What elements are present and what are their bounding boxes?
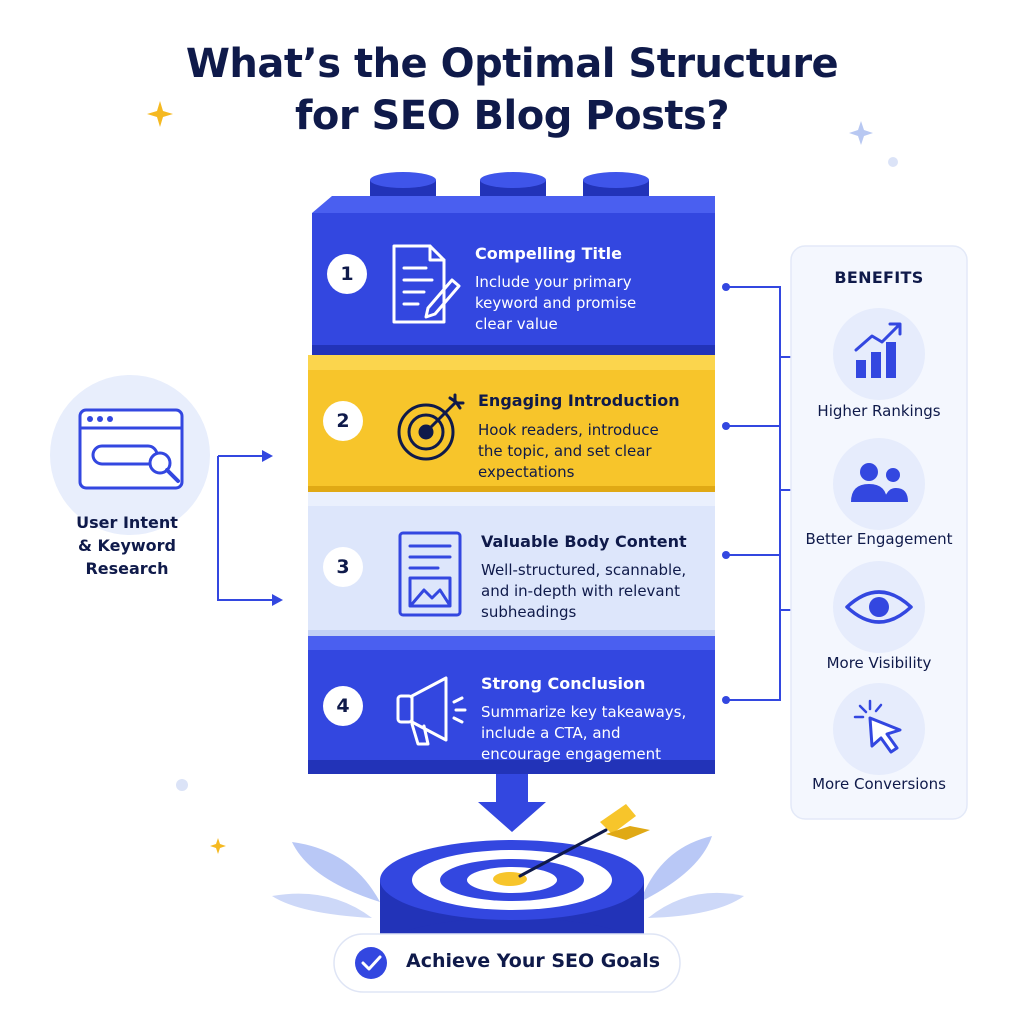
- step-number: 4: [336, 695, 350, 717]
- decor-dot: [888, 157, 898, 167]
- goal-label: Achieve Your SEO Goals: [406, 950, 661, 972]
- step-number-badge: [327, 254, 367, 294]
- target-arrow-icon: [397, 393, 465, 461]
- step-title: Engaging Introduction: [478, 391, 680, 410]
- step-description: Hook readers, introduce the topic, and s…: [478, 421, 659, 481]
- step-block-1: [312, 196, 715, 360]
- document-edit-icon: [392, 244, 461, 324]
- sparkle-icon: [147, 101, 173, 127]
- benefits-heading: BENEFITS: [834, 268, 924, 287]
- article-image-icon: [398, 531, 462, 617]
- cursor-click-icon: [853, 699, 902, 754]
- benefit-label: Higher Rankings: [817, 402, 941, 420]
- page-title-line-1: What’s the Optimal Structure: [185, 41, 839, 87]
- step-title: Compelling Title: [475, 244, 622, 263]
- step-number: 2: [336, 410, 350, 432]
- step-block-4: [308, 636, 715, 774]
- step-description: Well-structured, scannable, and in-depth…: [481, 561, 687, 621]
- input-connector: [217, 455, 275, 601]
- leaf-decoration: [272, 836, 744, 918]
- step-number-badge: [323, 547, 363, 587]
- page-title-line-2: for SEO Blog Posts?: [294, 93, 730, 139]
- step-title: Valuable Body Content: [481, 532, 687, 551]
- sparkle-icon: [210, 838, 226, 854]
- step-description: Include your primary keyword and promise…: [475, 273, 637, 333]
- check-circle-icon: [355, 947, 387, 979]
- step-number: 3: [336, 556, 350, 578]
- down-arrow-icon: [478, 774, 546, 832]
- step-title: Strong Conclusion: [481, 674, 646, 693]
- sparkle-icon: [849, 121, 873, 145]
- benefit-label: Better Engagement: [805, 530, 953, 548]
- step-number-badge: [323, 686, 363, 726]
- benefits-panel: [790, 245, 968, 820]
- benefit-label: More Visibility: [826, 654, 932, 672]
- step-block-2: [308, 355, 715, 500]
- benefit-icon-circle: [833, 438, 925, 530]
- benefit-label: More Conversions: [812, 775, 946, 793]
- bar-chart-up-icon: [854, 322, 902, 378]
- browser-search-icon: [78, 408, 184, 490]
- goal-pill: [333, 933, 681, 993]
- step-number: 1: [340, 263, 354, 285]
- arrow-head-icon: [262, 450, 273, 462]
- input-label: User Intent & Keyword Research: [76, 513, 178, 578]
- users-icon: [851, 463, 908, 502]
- eye-icon: [845, 590, 913, 624]
- step-description: Summarize key takeaways, include a CTA, …: [481, 703, 687, 763]
- megaphone-icon: [396, 676, 467, 746]
- step-number-badge: [323, 401, 363, 441]
- arrow-head-icon: [272, 594, 283, 606]
- decor-dot: [176, 779, 188, 791]
